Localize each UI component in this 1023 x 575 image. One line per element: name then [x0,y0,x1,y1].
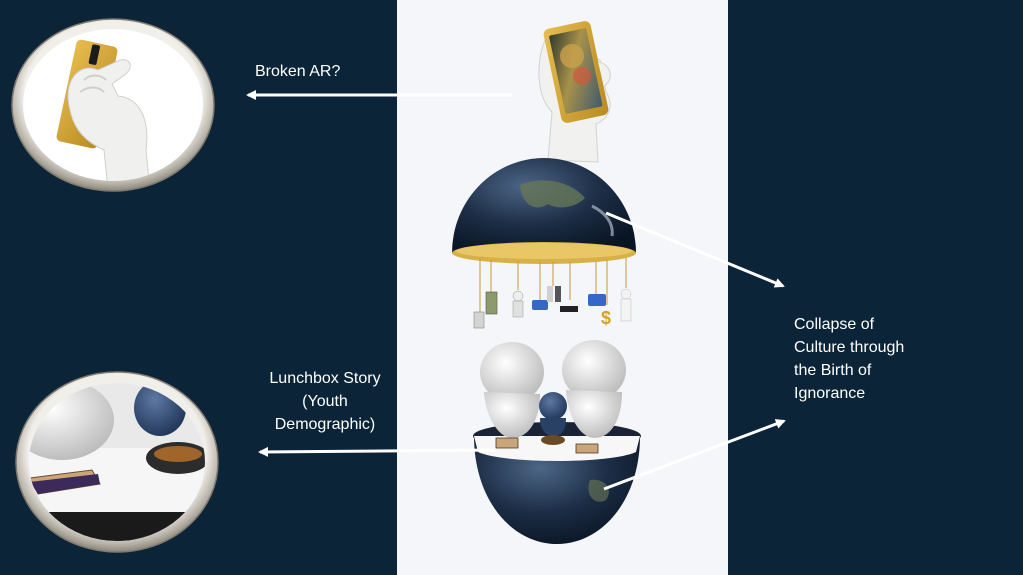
broken-ar-label: Broken AR? [255,63,341,80]
arrow-globe-to-collapse [605,211,785,288]
lunchbox-label-line: (Youth [302,393,348,410]
collapse-label-line: Culture through [794,339,905,356]
broken-ar-frame [11,18,215,192]
collapse-label-line: Ignorance [794,385,866,402]
upper-globe [452,158,636,264]
hanging-objects: $ [473,286,632,329]
collapse-label-line: the Birth of [794,362,872,379]
arrow-bottom-to-collapse [603,419,786,491]
hand-phone-closeup [56,39,151,181]
lunchbox-frame [15,371,219,553]
arrows [246,90,786,491]
lower-globe [473,340,641,544]
lunchbox-label-line: Lunchbox Story [269,370,381,387]
hanging-items [479,258,627,312]
collapse-label-line: Collapse of [794,316,875,333]
svg-text:$: $ [601,308,611,328]
lunchbox-label: Lunchbox Story (Youth Demographic) [250,367,400,436]
lunchbox-label-line: Demographic) [274,416,376,433]
collapse-label: Collapse of Culture through the Birth of… [794,313,954,405]
hand-holding-phone [538,21,611,163]
arrow-to-lunchbox [258,446,497,457]
